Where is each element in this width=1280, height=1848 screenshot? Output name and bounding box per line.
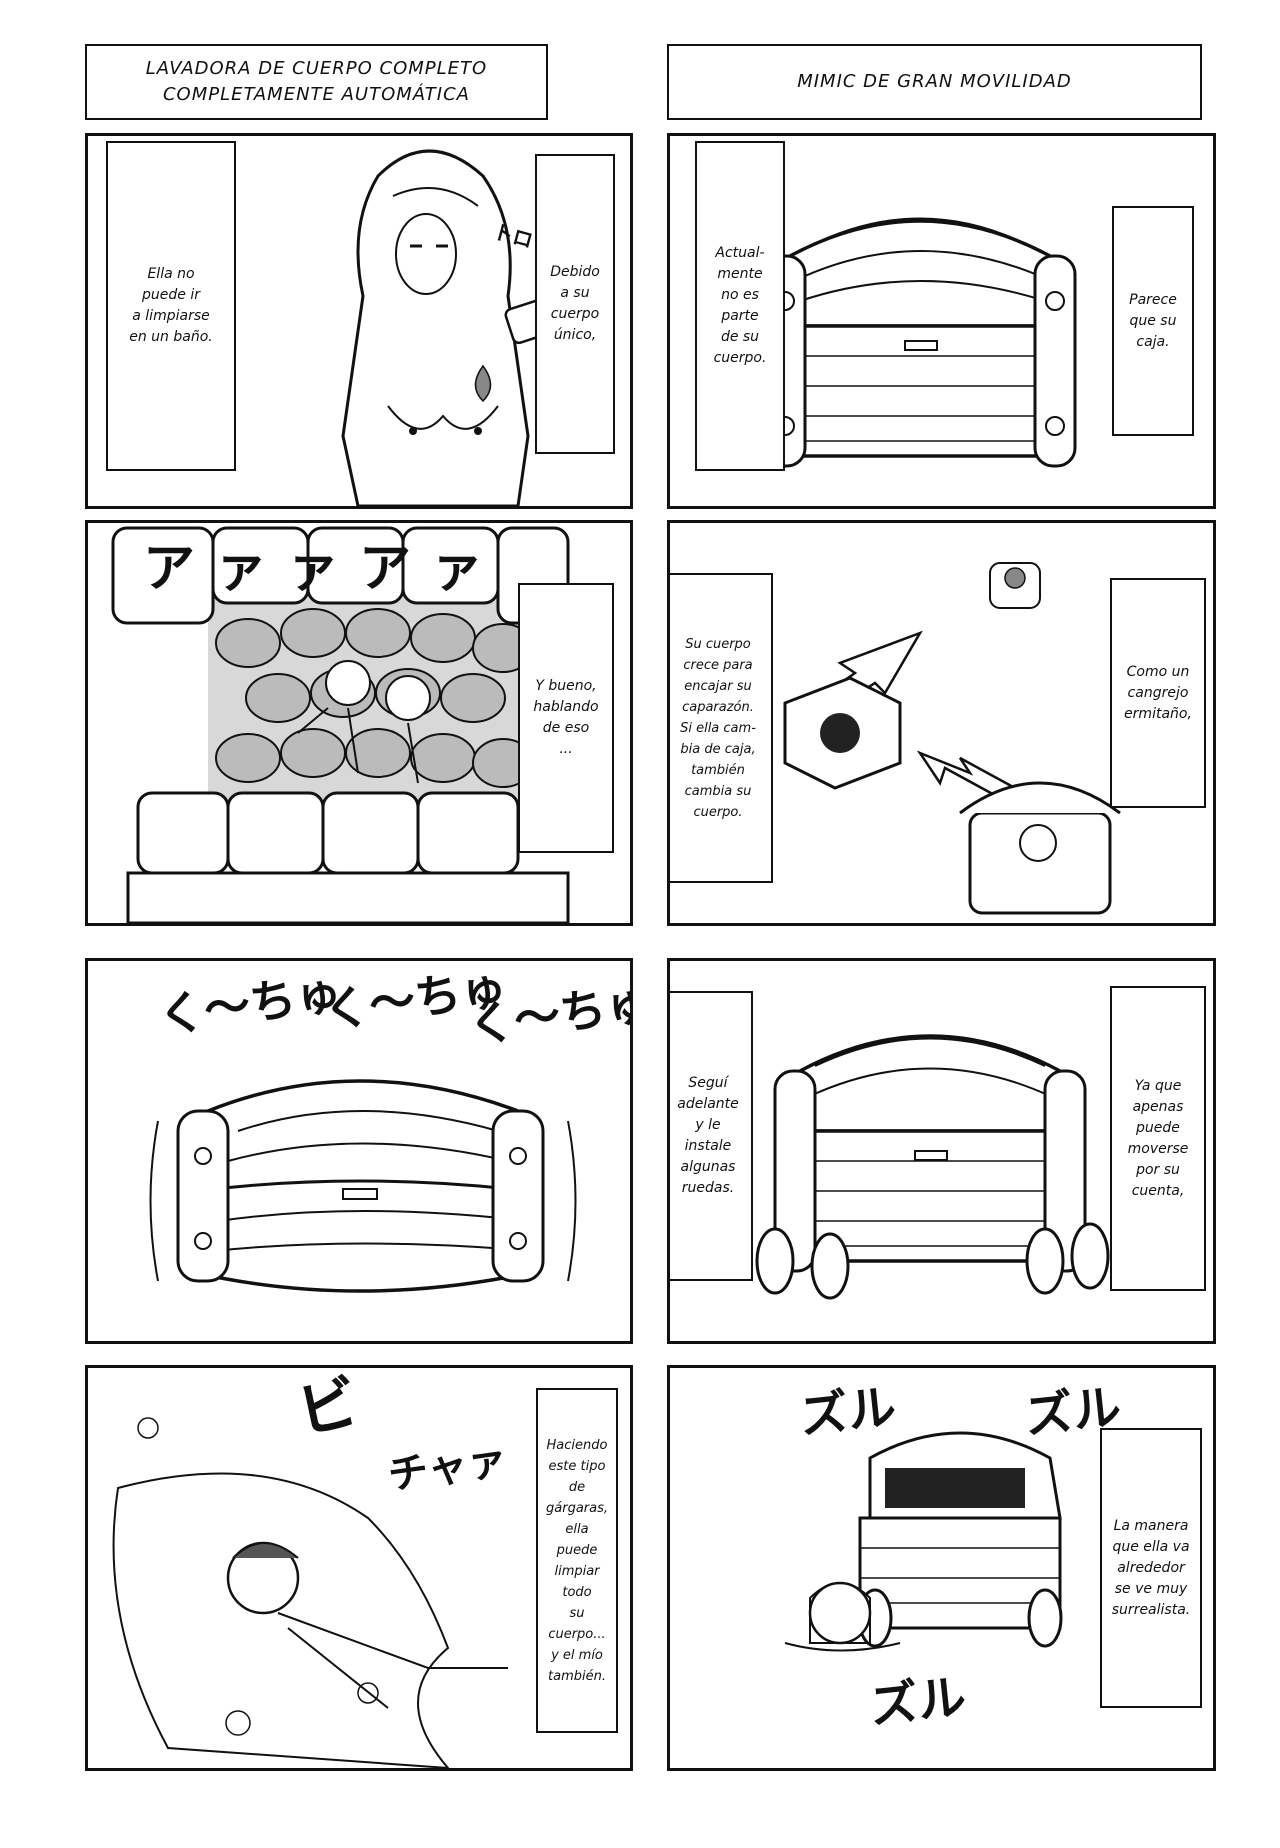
panel-right-1-art — [763, 217, 1077, 468]
panel-right-4: ズル ズル ズル La manera que ella va alrededor… — [667, 1365, 1216, 1771]
title-right-line-1: MIMIC DE GRAN MOVILIDAD — [797, 71, 1072, 92]
panel-right-3-art — [755, 1034, 1110, 1300]
title-left-line-2: COMPLETAMENTE AUTOMÁTICA — [162, 84, 470, 105]
sfx-right-4c: ズル — [867, 1669, 969, 1735]
caption-left-1b: Debido a su cuerpo único, — [535, 154, 615, 454]
title-right: MIMIC DE GRAN MOVILIDAD — [667, 44, 1202, 120]
panel-left-3-art — [149, 1079, 577, 1293]
caption-right-2b: Como un cangrejo ermitaño, — [1110, 578, 1206, 808]
panel-left-4-art — [112, 1417, 508, 1768]
panel-left-1: Ella no puede ir a limpiarse en un baño.… — [85, 133, 633, 509]
caption-left-1a: Ella no puede ir a limpiarse en un baño. — [106, 141, 236, 471]
panel-left-3: く〜ちゅ く〜ちゅ く〜ちゅ — [85, 958, 633, 1344]
panel-right-1: Actual- mente no es parte de su cuerpo. … — [667, 133, 1216, 509]
caption-right-4a: La manera que ella va alrededor se ve mu… — [1100, 1428, 1202, 1708]
title-left-line-1: LAVADORA DE CUERPO COMPLETO — [145, 58, 488, 79]
caption-right-2a: Su cuerpo crece para encajar su caparazó… — [670, 573, 773, 883]
panel-right-4-art — [784, 1431, 1063, 1652]
panel-left-2: アァァアァ Y bueno, hablando de eso ... — [85, 520, 633, 926]
panel-right-2-art — [783, 562, 1121, 915]
panel-left-2-art — [111, 526, 570, 923]
caption-right-1b: Parece que su caja. — [1112, 206, 1194, 436]
sfx-right-4a: ズル — [797, 1379, 899, 1445]
panel-right-3: Seguí adelante y le instale algunas rued… — [667, 958, 1216, 1344]
panel-right-2: Su cuerpo crece para encajar su caparazó… — [667, 520, 1216, 926]
caption-right-1a: Actual- mente no es parte de su cuerpo. — [695, 141, 785, 471]
sfx-left-2: アァァアァ — [143, 539, 504, 599]
caption-right-3a: Seguí adelante y le instale algunas rued… — [670, 991, 753, 1281]
caption-left-2a: Y bueno, hablando de eso ... — [518, 583, 614, 853]
caption-left-4a: Haciendo este tipo de gárgaras, ella pue… — [536, 1388, 618, 1733]
sfx-left-4a: ビ — [291, 1367, 365, 1449]
title-left: LAVADORA DE CUERPO COMPLETO COMPLETAMENT… — [85, 44, 548, 120]
caption-right-3b: Ya que apenas puede moverse por su cuent… — [1110, 986, 1206, 1291]
panel-left-4: ビ チャァ Haciendo este tipo de gárgaras, el… — [85, 1365, 633, 1771]
